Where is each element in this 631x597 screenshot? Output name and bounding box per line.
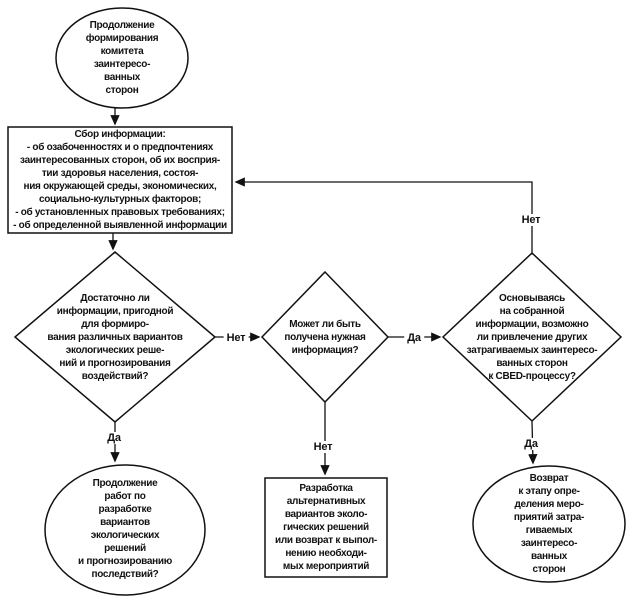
start-node-shape [55, 7, 189, 109]
edge-involve-yes-to-return [528, 420, 538, 465]
edge-involve-no-feedback-to-collect [234, 177, 533, 253]
return-stage-node-shape [472, 465, 626, 583]
continue-work-node-shape [44, 464, 206, 596]
alternatives-box-shape [264, 477, 388, 578]
obtain-info-decision-shape [260, 270, 390, 404]
involve-others-decision-shape [441, 251, 623, 423]
collect-info-box-shape [7, 126, 233, 234]
enough-info-decision-shape [13, 251, 217, 423]
